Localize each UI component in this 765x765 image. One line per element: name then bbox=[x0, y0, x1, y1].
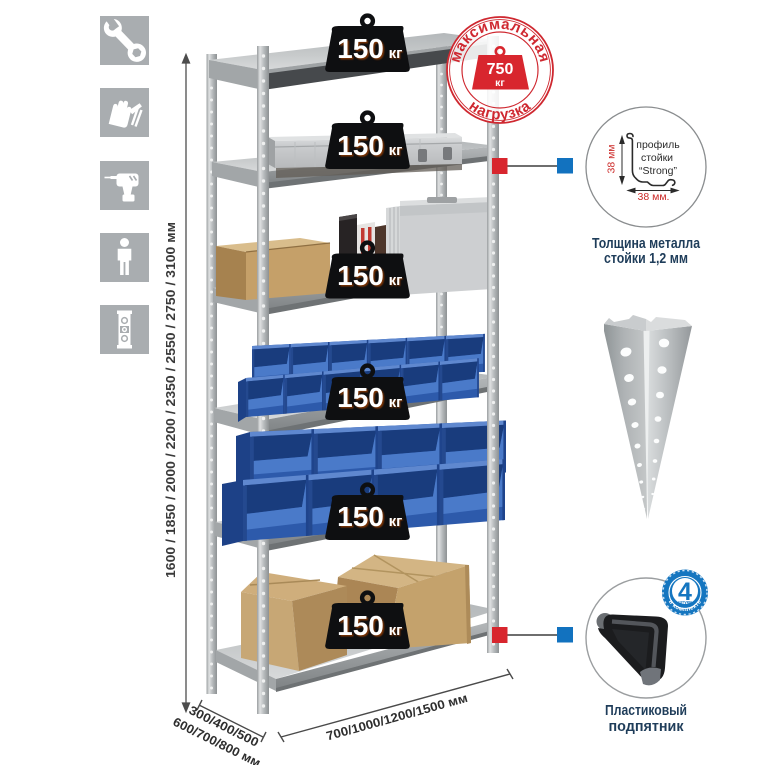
svg-text:кг: кг bbox=[389, 272, 403, 289]
svg-text:4: 4 bbox=[678, 578, 692, 606]
svg-text:750: 750 bbox=[487, 61, 514, 78]
svg-text:150: 150 bbox=[337, 501, 384, 532]
svg-text:150: 150 bbox=[337, 33, 384, 64]
svg-text:кг: кг bbox=[389, 142, 403, 159]
svg-text:кг: кг bbox=[495, 77, 505, 89]
svg-text:Пластиковый: Пластиковый bbox=[605, 702, 687, 719]
svg-text:подпятник: подпятник bbox=[609, 718, 684, 735]
svg-text:150: 150 bbox=[337, 382, 384, 413]
svg-text:стойки: стойки bbox=[641, 152, 673, 164]
svg-text:кг: кг bbox=[389, 513, 403, 530]
svg-text:кг: кг bbox=[389, 622, 403, 639]
svg-text:профиль: профиль bbox=[636, 139, 680, 151]
svg-text:150: 150 bbox=[337, 130, 384, 161]
svg-text:38 мм.: 38 мм. bbox=[638, 191, 670, 203]
svg-text:стойки 1,2 мм: стойки 1,2 мм bbox=[604, 250, 688, 267]
svg-text:700/1000/1200/1500 мм: 700/1000/1200/1500 мм bbox=[325, 691, 469, 744]
svg-text:“Strong”: “Strong” bbox=[639, 165, 677, 177]
svg-text:штуки: штуки bbox=[678, 600, 692, 605]
svg-text:кг: кг bbox=[389, 45, 403, 62]
svg-text:150: 150 bbox=[337, 610, 384, 641]
svg-text:Толщина металла: Толщина металла bbox=[592, 235, 701, 252]
svg-text:кг: кг bbox=[389, 394, 403, 411]
svg-text:1600 / 1850 / 2000 / 2200 / 23: 1600 / 1850 / 2000 / 2200 / 2350 / 2550 … bbox=[164, 222, 178, 578]
svg-text:38 мм: 38 мм bbox=[606, 144, 618, 173]
svg-text:150: 150 bbox=[337, 260, 384, 291]
